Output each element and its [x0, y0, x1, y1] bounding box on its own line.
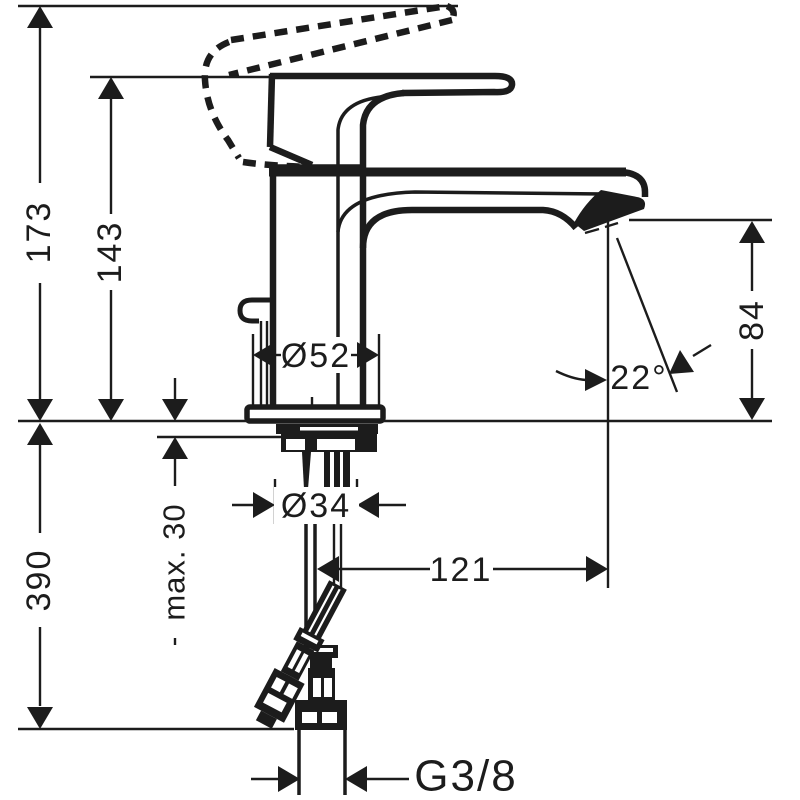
dim-connection-thread: G3/8: [414, 752, 517, 800]
escutcheon-plate: [244, 397, 386, 424]
handle-lever: [270, 72, 516, 97]
dim-mounting-hole-diameter: Ø34: [281, 487, 351, 525]
pop-up-rod: [237, 297, 272, 407]
dim-outlet-height: 84: [733, 299, 771, 341]
dim-under-counter-depth: 390: [20, 549, 58, 612]
spout-aerator: [574, 190, 646, 231]
dim-outlet-angle: 22°: [610, 359, 667, 397]
dimension-labels: 173 143 390 max. 30 Ø52 Ø34 121 84 22° G…: [20, 201, 771, 800]
label-backgrounds: [22, 183, 768, 638]
faucet-body-outline: [237, 72, 649, 407]
reference-lines: [18, 4, 772, 731]
handle-raised-dashed: [201, 2, 457, 171]
dim-max-counter-thickness: max. 30: [157, 503, 192, 620]
supply-hose-angled: [253, 489, 347, 729]
angle-slant-line: [615, 237, 679, 393]
mounting-hardware: [276, 424, 378, 489]
dimension-lines: [27, 6, 765, 792]
dim-body-height: 143: [91, 221, 129, 284]
dim-handle-raised-height: 173: [20, 201, 58, 264]
dim-spout-reach: 121: [430, 551, 493, 589]
dim-base-diameter: Ø52: [281, 337, 351, 375]
